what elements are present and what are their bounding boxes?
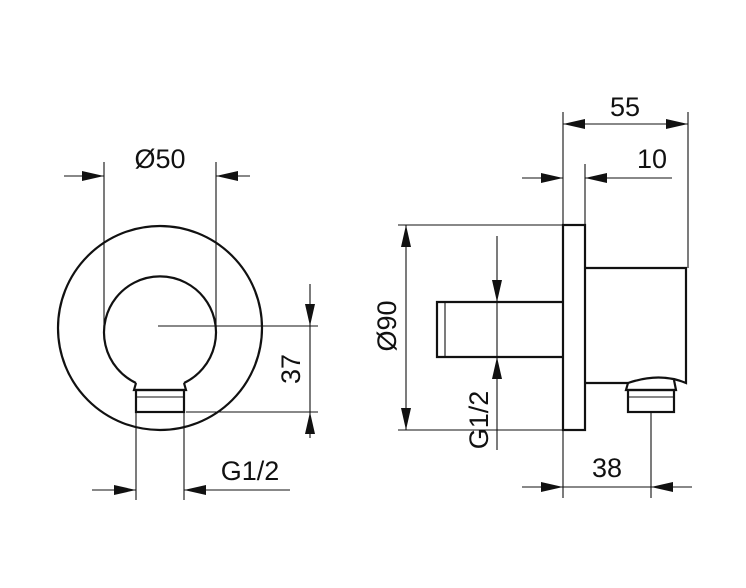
side-thread-label: G1/2	[464, 391, 494, 450]
side-outlet-dimension: 38	[522, 412, 692, 498]
front-body-inner-circle	[102, 275, 218, 384]
front-thread-dimension: G1/2	[92, 412, 290, 500]
front-thread-label: G1/2	[221, 456, 280, 486]
front-diameter-dimension: Ø50	[64, 144, 250, 328]
side-threaded-pin	[435, 300, 563, 359]
side-view: 55 10 Ø90 G1/2	[372, 92, 692, 498]
front-height-label: 37	[276, 354, 306, 384]
side-depth-label: 10	[637, 144, 667, 174]
side-depth-dimension: 10	[522, 144, 672, 225]
front-diameter-label: Ø50	[134, 144, 185, 174]
side-thread-dimension: G1/2	[464, 236, 502, 450]
side-length-label: 55	[610, 92, 640, 122]
front-height-dimension: 37	[276, 284, 315, 438]
side-body	[585, 266, 688, 385]
side-diameter-dimension: Ø90	[372, 224, 563, 431]
side-rosette-plate	[561, 223, 587, 432]
side-outlet-nipple	[624, 379, 678, 414]
front-view: Ø50 37 G1/2	[56, 144, 318, 500]
front-rosette-outer-circle	[56, 224, 264, 432]
side-outlet-label: 38	[592, 453, 622, 483]
front-outlet-nipple	[132, 382, 188, 414]
side-length-dimension: 55	[562, 92, 689, 268]
side-diameter-label: Ø90	[372, 300, 402, 351]
